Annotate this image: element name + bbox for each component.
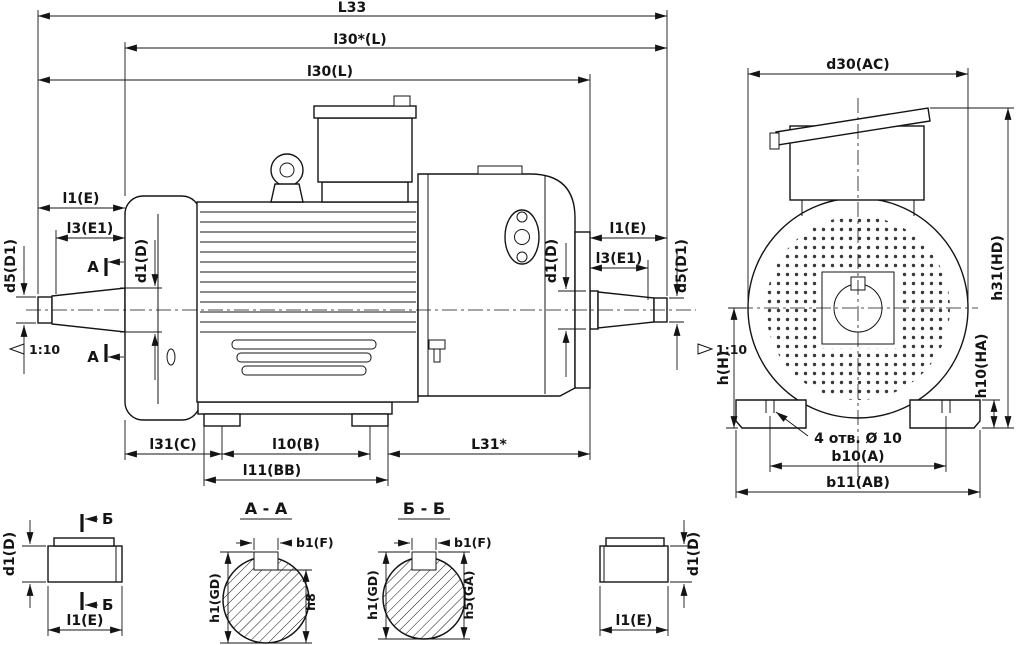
terminal-box-front xyxy=(769,107,931,216)
dim-label-l3-right: l3(E1) xyxy=(596,251,643,267)
shaft-body xyxy=(47,545,123,583)
extension-lines xyxy=(378,538,470,640)
terminal-box-side xyxy=(313,95,417,203)
key xyxy=(53,537,115,547)
shaft-body xyxy=(599,545,669,583)
dim-label-l30: l30(L) xyxy=(307,64,353,80)
dim-label-l10: l10(B) xyxy=(272,437,320,453)
dim-label-d1-right: d1(D) xyxy=(544,239,560,283)
dim-label-l3-left: l3(E1) xyxy=(67,221,114,237)
extension-lines xyxy=(599,545,692,636)
section-letter-b-top: Б xyxy=(102,510,113,528)
section-a-cut-marks xyxy=(104,258,124,362)
keyway xyxy=(253,551,279,571)
dim-label-L31star: L31* xyxy=(471,437,507,453)
dim-label-h1: h1(GD) xyxy=(365,570,380,620)
section-letter-a-bottom: А xyxy=(87,348,99,366)
dim-label-l31: l31(C) xyxy=(149,437,196,453)
dim-label-h1: h1(GD) xyxy=(207,573,222,623)
lid-latch xyxy=(769,132,780,150)
dim-label-d1: d1(D) xyxy=(686,532,702,576)
dim-label-l30star: l30*(L) xyxy=(333,32,386,48)
dim-label-d5-left: d5(D1) xyxy=(3,239,19,293)
dim-label-d30: d30(AC) xyxy=(826,57,889,73)
taper-label-left: 1:10 xyxy=(29,342,60,357)
taper-symbol-left xyxy=(8,343,25,355)
section-title: Б - Б xyxy=(403,499,445,518)
lifting-eye xyxy=(270,153,304,203)
dim-label-b1: b1(F) xyxy=(296,535,334,550)
stator-frame xyxy=(196,201,419,403)
section-b-b: Б - Б b1(F) h5(GA) h1(GD) xyxy=(365,499,492,640)
dim-label-l11: l11(BB) xyxy=(243,463,301,479)
extension-lines xyxy=(220,538,312,644)
louver-slot xyxy=(236,352,372,363)
front-view-dimensions: d30(AC) h31(HD) h(H) h10(HA) 4 отв. Ø 10… xyxy=(716,57,1014,498)
dim-label-d5-right: d5(D1) xyxy=(674,239,690,293)
key xyxy=(605,537,665,547)
bolt xyxy=(428,339,446,350)
side-view-dimensions: L33 l30*(L) l30(L) l1(E) l3(E1) d5(D1) d… xyxy=(3,0,747,486)
cooling-fins xyxy=(200,211,416,333)
dim-label-b10: b10(A) xyxy=(831,449,884,465)
rear-housing xyxy=(417,165,591,397)
section-letter-b-bottom: Б xyxy=(102,596,113,614)
dim-label-h5: h5(GA) xyxy=(461,571,476,620)
dim-label-b1: b1(F) xyxy=(454,535,492,550)
front-endshield xyxy=(124,195,201,421)
section-letter-a-top: А xyxy=(87,258,99,276)
dim-label-h8: h8 xyxy=(303,593,318,611)
louver-slot xyxy=(241,365,367,376)
dim-label-h: h(H) xyxy=(716,351,732,385)
dim-label-h31: h31(HD) xyxy=(990,235,1006,301)
dim-label-l1: l1(E) xyxy=(67,613,104,629)
dim-label-L33: L33 xyxy=(338,0,366,16)
foot-bolt-slots xyxy=(765,400,951,413)
holes-leader xyxy=(775,411,809,437)
louver-slot xyxy=(231,339,377,350)
shaft-end-detail-left: d1(D) Б Б l1(E) xyxy=(2,510,123,636)
holes-note: 4 отв. Ø 10 xyxy=(814,431,902,447)
motor-front-view xyxy=(735,98,981,478)
dim-label-d1-left: d1(D) xyxy=(134,239,150,283)
dim-label-l1-left: l1(E) xyxy=(63,191,100,207)
section-a-a: А - А b1(F) h8 h1(GD) xyxy=(207,499,334,644)
extension-lines xyxy=(16,10,684,486)
dim-label-l1: l1(E) xyxy=(616,613,653,629)
shaft-end-detail-right: d1(D) l1(E) xyxy=(599,520,702,636)
mounting-feet-side xyxy=(197,401,393,427)
dim-label-l1-right: l1(E) xyxy=(610,221,647,237)
dim-label-b11: b11(AB) xyxy=(826,475,890,491)
bolt-shank xyxy=(433,348,441,363)
drain-hole xyxy=(166,348,176,366)
taper-symbol-right xyxy=(697,343,714,355)
keyway xyxy=(411,551,437,571)
section-b-cut-marks xyxy=(80,514,98,610)
dim-label-d1: d1(D) xyxy=(2,532,18,576)
section-title: А - А xyxy=(245,499,288,518)
motor-side-view xyxy=(26,95,696,427)
dim-label-h10: h10(HA) xyxy=(974,334,990,399)
extension-lines xyxy=(22,545,123,636)
